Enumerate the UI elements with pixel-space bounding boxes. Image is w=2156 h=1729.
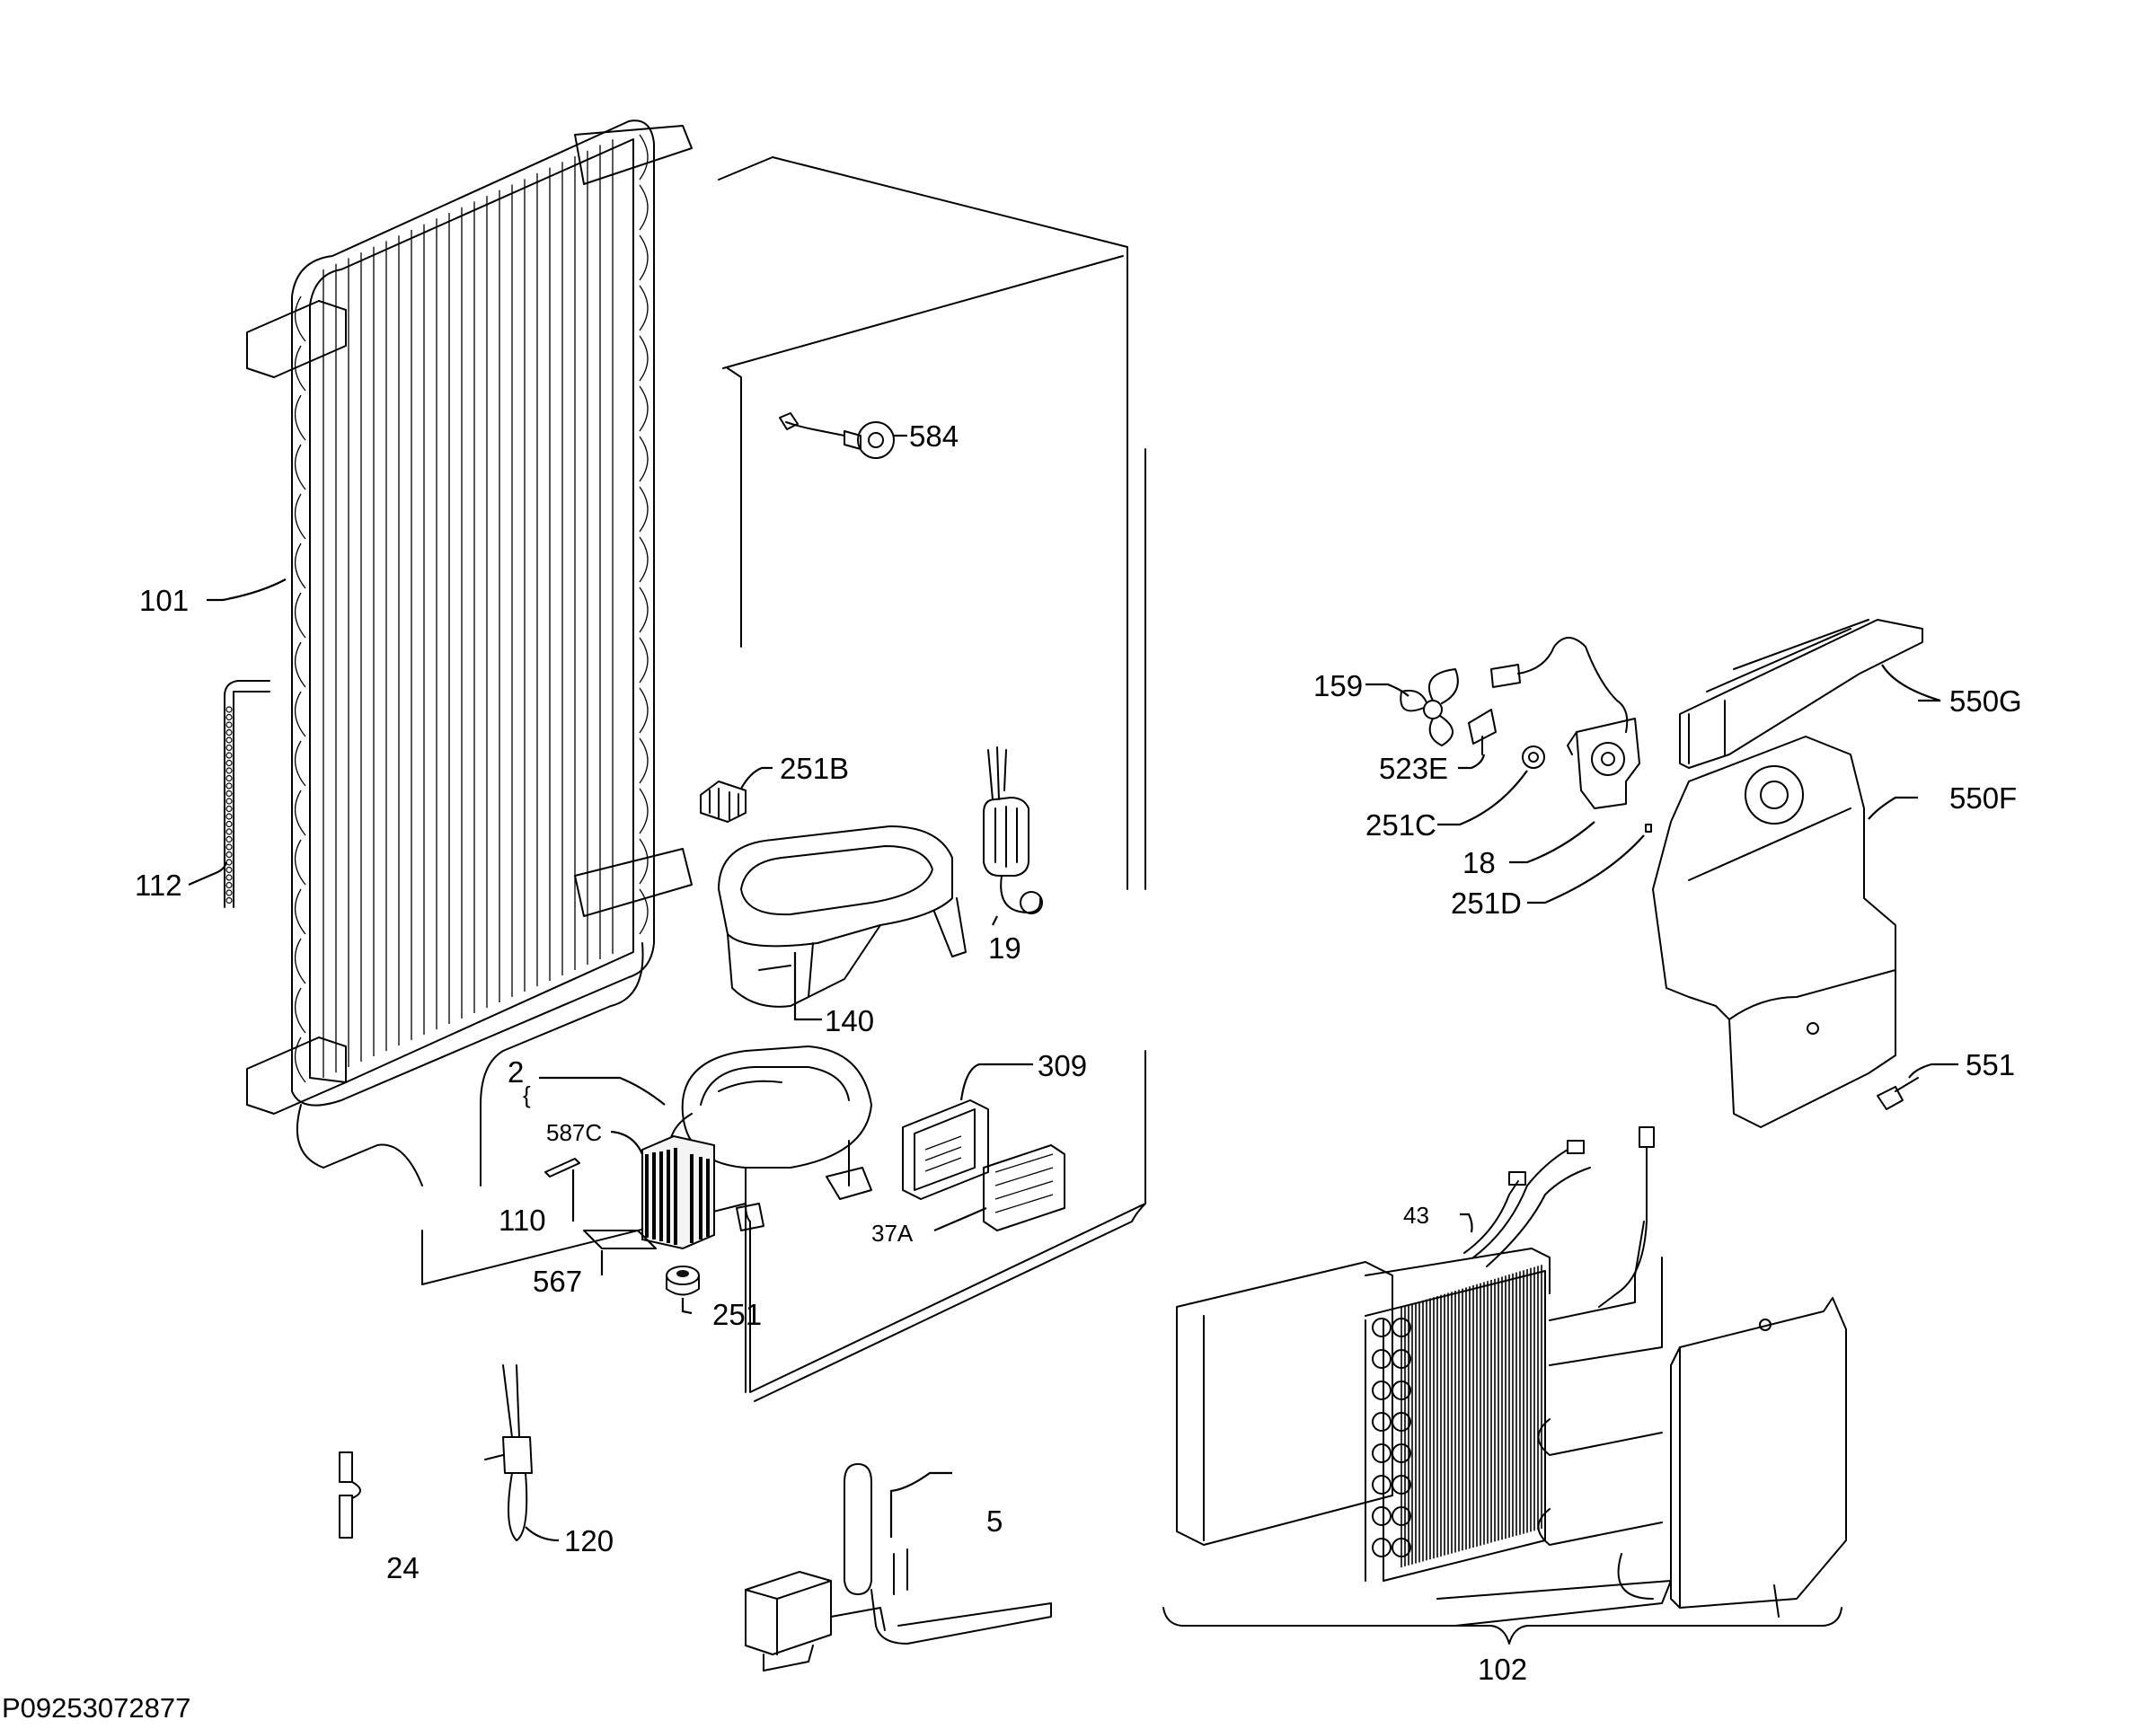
part-110: [544, 1158, 580, 1178]
capillary-tube-part: [224, 680, 270, 908]
screw-part-551: [1877, 1077, 1919, 1110]
fan-housing-part-550F: [1652, 736, 1896, 1128]
callout-309: 309: [1038, 1049, 1087, 1082]
callout-120: 120: [564, 1524, 614, 1557]
fan-bracket-523E: [1468, 709, 1497, 755]
callout-43: 43: [1403, 1202, 1429, 1229]
callout-112: 112: [135, 869, 182, 902]
callout-2: 2: [508, 1055, 524, 1089]
starter-relay-part: [641, 1134, 715, 1250]
drip-tray-part: [718, 825, 967, 1008]
callout-550G: 550G: [1949, 684, 2022, 718]
drawing-code: P09253072877: [2, 1692, 190, 1724]
callout-37A: 37A: [871, 1220, 914, 1247]
callout-18: 18: [1462, 846, 1496, 879]
control-board-309: [902, 1099, 989, 1200]
fan-blade-part: [1400, 668, 1459, 746]
door-switch-part: [779, 412, 895, 459]
callout-251C: 251C: [1365, 808, 1436, 842]
callout-550F: 550F: [1949, 781, 2017, 815]
callout-551: 551: [1966, 1048, 2015, 1081]
grommet-part-251: [666, 1266, 700, 1296]
part-251D: [1645, 824, 1652, 833]
callout-584: 584: [909, 419, 959, 453]
callout-102: 102: [1478, 1653, 1527, 1686]
condenser-coil-part: [246, 119, 693, 1186]
callout-101: 101: [139, 584, 189, 617]
clip-part-251B: [700, 781, 747, 823]
sensor-part-120: [484, 1364, 533, 1541]
callout-251D: 251D: [1451, 887, 1522, 920]
callout-brace-2: {: [523, 1081, 531, 1108]
fan-motor-part: [1490, 637, 1640, 809]
wiring-harness-part-43: [1463, 1126, 1655, 1308]
callout-587C: 587C: [546, 1119, 602, 1146]
evaporator-part-102: [1162, 1221, 1847, 1645]
callout-159: 159: [1313, 669, 1363, 702]
callout-19: 19: [988, 931, 1021, 965]
leader-lines: [188, 434, 1958, 1542]
callout-140: 140: [825, 1004, 874, 1037]
part-567: [583, 1230, 657, 1249]
gear-part-251C: [1522, 745, 1545, 769]
callout-24: 24: [386, 1551, 420, 1584]
callout-523E: 523E: [1379, 752, 1448, 785]
callout-labels: 101 112 584 251B 19 140 309 2 { 587C 110…: [135, 419, 2022, 1686]
solenoid-valve-part: [745, 1463, 1052, 1672]
heater-part-19: [983, 746, 1043, 914]
callout-251: 251: [712, 1298, 762, 1331]
control-board-37A: [983, 1144, 1065, 1231]
callout-251B: 251B: [780, 752, 849, 785]
clip-part-24: [339, 1451, 361, 1539]
callout-110: 110: [499, 1204, 546, 1237]
callout-567: 567: [533, 1265, 582, 1298]
fan-cover-part-550G: [1679, 619, 1923, 769]
callout-5: 5: [986, 1504, 1003, 1538]
